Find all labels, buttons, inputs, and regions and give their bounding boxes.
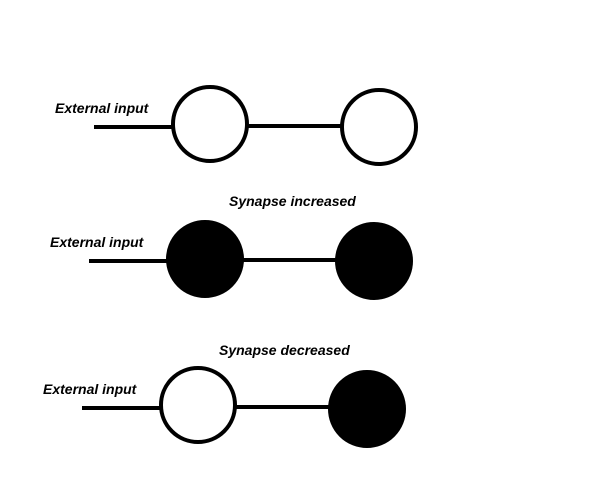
diagram-row-1: External input [55,85,418,166]
caption-synapse-increased: Synapse increased [229,193,356,209]
external-input-label-1: External input [55,100,150,116]
post-neuron-2 [335,222,413,300]
post-neuron-1 [340,88,418,166]
pre-neuron-3 [159,366,237,444]
external-input-label-2: External input [50,234,145,250]
diagram-row-2: Synapse increased External input [50,193,413,300]
external-input-label-3: External input [43,381,138,397]
post-neuron-3 [328,370,406,448]
caption-synapse-decreased: Synapse decreased [219,342,350,358]
pre-neuron-1 [171,85,249,163]
pre-neuron-2 [166,220,244,298]
diagram-row-3: Synapse decreased External input [43,342,406,448]
